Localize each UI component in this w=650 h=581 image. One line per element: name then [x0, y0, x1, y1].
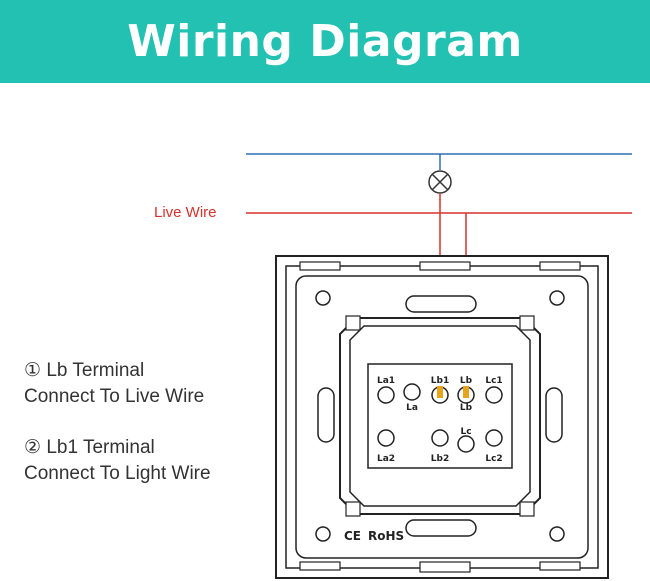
rohs-mark: RoHS: [368, 529, 404, 543]
terminal-label-lb2: Lb2: [431, 454, 449, 464]
terminal-label-la: La: [406, 403, 418, 413]
terminal-block: La1 Lb1 Lb Lc1 La Lb Lc La2 Lb2 Lc2: [367, 363, 513, 469]
terminal-screw-lc: [457, 435, 475, 453]
instruction-step-2-title: Lb1 Terminal: [46, 437, 155, 458]
terminal-label-lb1: Lb1: [431, 376, 449, 386]
instruction-step-2-line2: Connect To Light Wire: [24, 463, 211, 484]
terminal-lb-highlight: [463, 386, 469, 398]
terminal-screw-lb2: [431, 429, 449, 447]
terminal-screw-la: [403, 383, 421, 401]
terminal-label-lc: Lc: [460, 427, 471, 437]
page-title: Wiring Diagram: [127, 16, 523, 67]
terminal-label-lb-top: Lb: [460, 376, 473, 386]
terminal-screw-la1: [377, 386, 395, 404]
mounting-box: [339, 315, 541, 517]
instruction-step-1-title: Lb Terminal: [46, 360, 145, 381]
terminal-screw-la2: [377, 429, 395, 447]
terminal-label-la2: La2: [377, 454, 395, 464]
terminal-label-la1: La1: [377, 376, 395, 386]
ce-mark: CE: [344, 529, 361, 543]
lamp-icon: [428, 170, 452, 194]
instruction-step-2: ② Lb1 Terminal Connect To Light Wire: [24, 435, 211, 487]
instruction-step-2-line1: ② Lb1 Terminal: [24, 435, 211, 461]
terminal-screw-lc1: [485, 386, 503, 404]
instruction-step-1-number: ①: [24, 360, 42, 381]
instruction-step-1-line2: Connect To Live Wire: [24, 386, 205, 407]
terminal-label-lb: Lb: [460, 403, 473, 413]
header-banner: Wiring Diagram: [0, 0, 650, 83]
instruction-step-1-line1: ① Lb Terminal: [24, 358, 204, 384]
instruction-step-2-number: ②: [24, 437, 42, 458]
live-wire-label: Live Wire: [154, 204, 217, 221]
instruction-step-1: ① Lb Terminal Connect To Live Wire: [24, 358, 204, 410]
terminal-label-lc2: Lc2: [485, 454, 502, 464]
terminal-lb1-highlight: [437, 386, 443, 398]
terminal-label-lc1: Lc1: [485, 376, 502, 386]
terminal-screw-lc2: [485, 429, 503, 447]
